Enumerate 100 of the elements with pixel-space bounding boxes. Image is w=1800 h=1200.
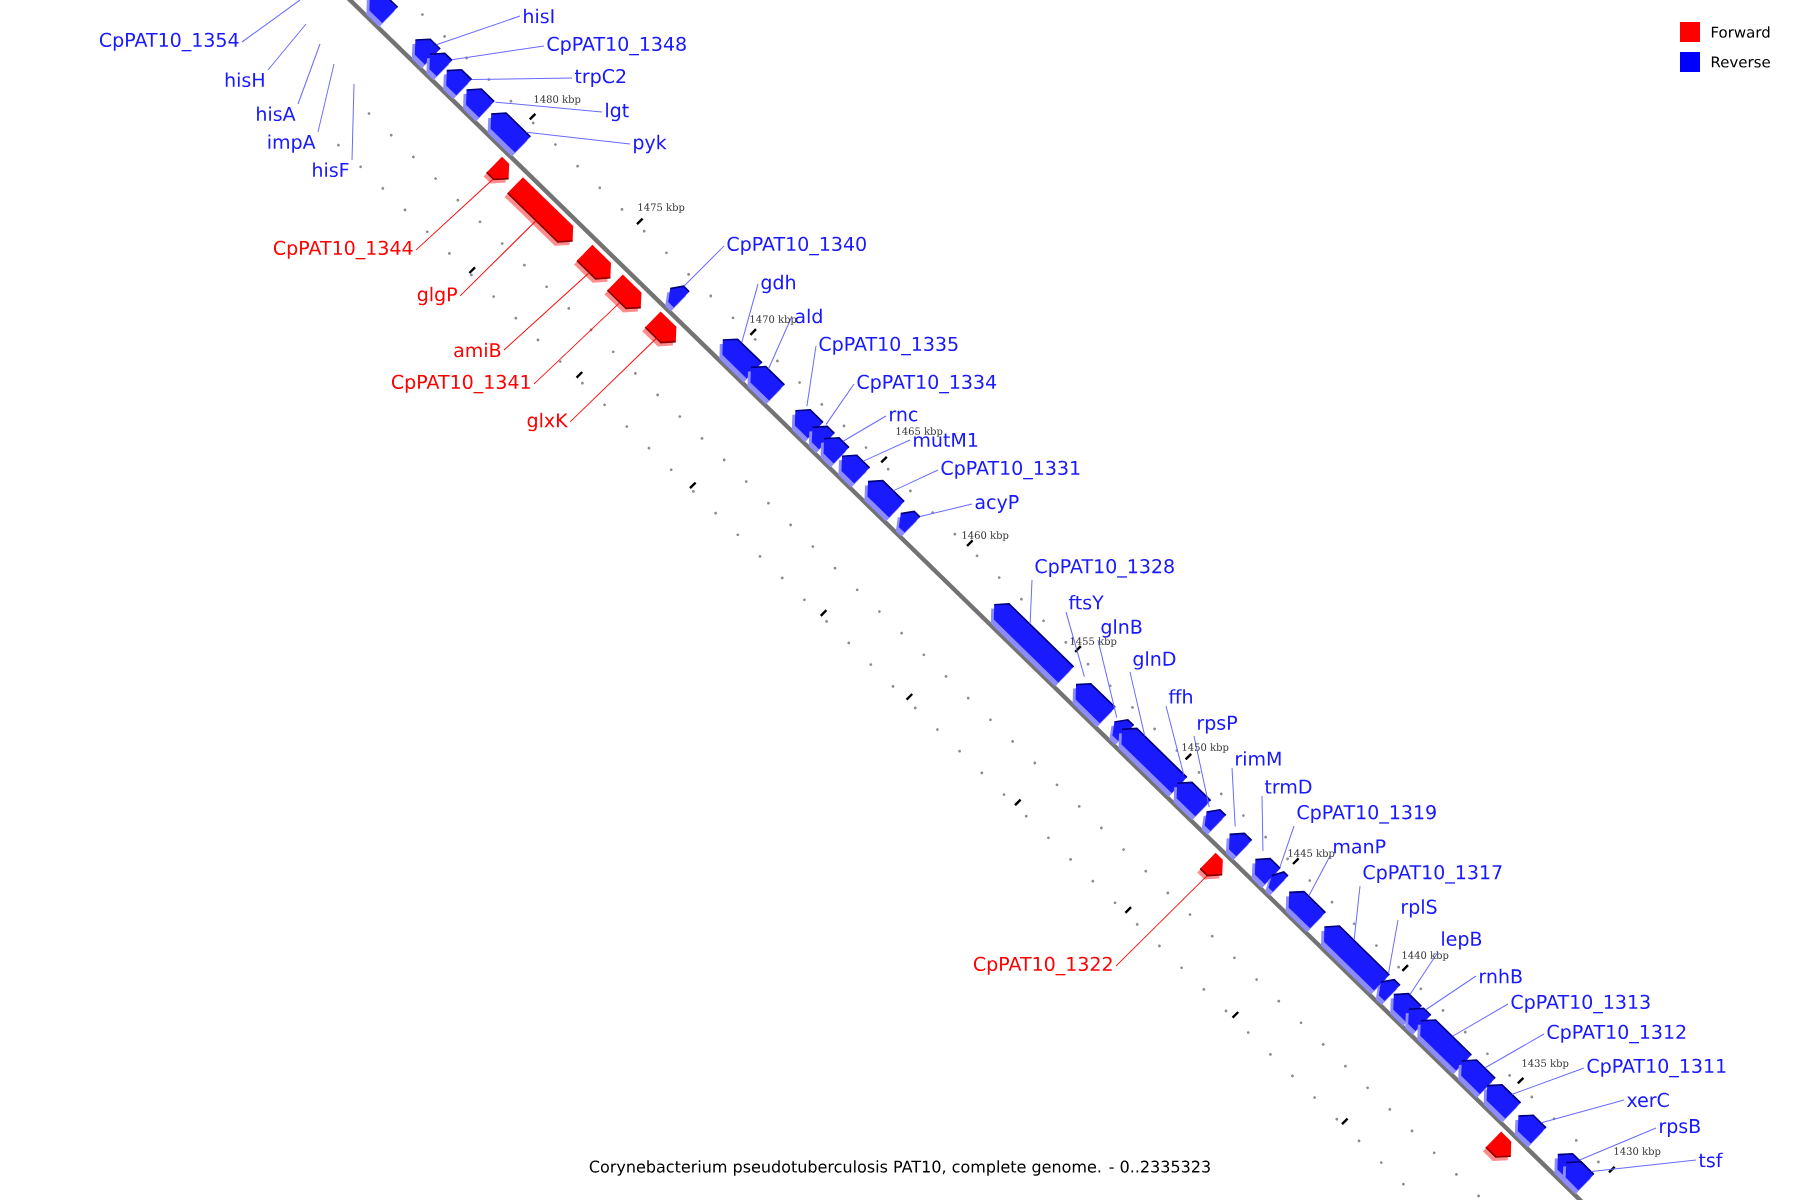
- gene-label: CpPAT10_1317: [1363, 865, 1502, 884]
- leader-line: [459, 220, 537, 297]
- gene-block: [895, 510, 921, 537]
- gene-label: acyP: [975, 495, 1019, 513]
- gene-label: tsf: [1698, 1152, 1723, 1168]
- leader-line: [1484, 1033, 1545, 1069]
- gene-label: glgP: [417, 286, 457, 306]
- gene-block: [665, 285, 690, 312]
- leader-line: [1279, 825, 1295, 868]
- leader-line: [741, 283, 759, 343]
- gene-block: [1072, 683, 1116, 728]
- gene-label: ald: [795, 308, 822, 324]
- leader-line: [683, 245, 725, 287]
- gene-label: rnhB: [1480, 968, 1522, 984]
- gene-label: trpC2: [574, 68, 626, 88]
- gene-block: [1285, 890, 1327, 933]
- gene-block: [1562, 1161, 1595, 1195]
- leader-line: [806, 345, 817, 407]
- leader-line: [768, 315, 793, 370]
- gene-label: rnc: [890, 410, 918, 422]
- gene-label: ftsY: [1068, 594, 1104, 610]
- leader-line: [1231, 767, 1236, 828]
- leader-line: [415, 178, 494, 251]
- gene-label: CpPAT10_1348: [547, 36, 686, 56]
- leader-line: [351, 83, 355, 161]
- leader-line: [1387, 919, 1399, 974]
- leader-line: [1579, 1127, 1657, 1161]
- gene-label: hisF: [313, 162, 349, 178]
- leader-line: [862, 439, 911, 462]
- gene-label: CpPAT10_1311: [1587, 1058, 1726, 1078]
- gene-label: CpPAT10_1322: [973, 956, 1112, 976]
- leader-line: [1452, 1003, 1509, 1037]
- gene-label: CpPAT10_1319: [1297, 805, 1436, 824]
- gene-label: glxK: [527, 412, 568, 432]
- gene-block: [1321, 925, 1391, 995]
- gene-block: [504, 177, 574, 246]
- leader-line: [1065, 611, 1085, 678]
- gene-label: hisH: [225, 72, 264, 88]
- gene-block: [1197, 852, 1223, 880]
- leader-line: [317, 63, 335, 133]
- gene-label: rpsP: [1198, 715, 1237, 734]
- leader-line: [1029, 579, 1033, 625]
- gene-label: ffh: [1168, 689, 1192, 704]
- gene-label: CpPAT10_1344: [273, 240, 413, 260]
- leader-line: [569, 337, 657, 423]
- gene-label: lepB: [1442, 931, 1482, 950]
- gene-label: glnB: [1101, 619, 1142, 638]
- gene-label: hisI: [524, 8, 554, 24]
- gene-label: hisA: [257, 106, 296, 122]
- leader-line: [494, 101, 603, 113]
- gene-label: CpPAT10_1331: [941, 460, 1080, 480]
- gene-block: [864, 479, 905, 522]
- gene-block: [642, 311, 677, 347]
- gene-label: CpPAT10_1313: [1511, 994, 1650, 1014]
- leader-line: [503, 272, 590, 351]
- gene-label: CpPAT10_1335: [819, 336, 958, 356]
- leader-line: [267, 23, 307, 71]
- leader-line: [1353, 885, 1361, 941]
- leader-line: [1165, 705, 1185, 776]
- leader-line: [241, 0, 301, 43]
- gene-block: [1226, 832, 1253, 861]
- leader-line: [893, 469, 939, 492]
- gene-block: [1482, 1131, 1512, 1161]
- gene-label: CpPAT10_1340: [727, 236, 866, 256]
- gene-label: CpPAT10_1328: [1035, 559, 1174, 578]
- leader-line: [1409, 951, 1439, 995]
- gene-block: [483, 156, 510, 184]
- gene-label: CpPAT10_1334: [857, 374, 997, 394]
- leader-line: [297, 43, 321, 105]
- leader-line: [919, 503, 973, 518]
- gene-label: rpsB: [1660, 1119, 1700, 1137]
- gene-label: CpPAT10_1354: [99, 32, 239, 52]
- gene-block: [1201, 808, 1227, 835]
- gene-label: glnD: [1133, 651, 1176, 670]
- leader-line: [533, 302, 621, 385]
- gene-label: impA: [268, 134, 316, 153]
- leader-line: [1590, 1159, 1697, 1172]
- leader-line: [1129, 671, 1146, 737]
- gene-block: [604, 274, 642, 313]
- gene-block: [1265, 871, 1289, 896]
- gene-label: manP: [1334, 839, 1386, 854]
- gene-label: amiB: [454, 342, 501, 358]
- gene-block: [574, 244, 612, 283]
- gene-block: [747, 365, 786, 405]
- leader-line: [1115, 875, 1208, 967]
- leader-line: [842, 415, 887, 442]
- gene-block: [366, 0, 399, 27]
- gene-block: [1514, 1114, 1547, 1148]
- gene-block: [1417, 1019, 1473, 1075]
- leader-line: [825, 383, 855, 426]
- gene-label: xerC: [1626, 1092, 1669, 1108]
- leader-line: [435, 15, 521, 46]
- leader-line: [525, 131, 631, 145]
- gene-block: [487, 112, 532, 157]
- leader-line: [1193, 735, 1210, 808]
- leader-line: [1261, 795, 1264, 852]
- gene-block: [1483, 1084, 1522, 1123]
- gene-label: lgt: [606, 102, 629, 122]
- gene-block: [463, 88, 495, 122]
- leader-line: [1308, 855, 1331, 897]
